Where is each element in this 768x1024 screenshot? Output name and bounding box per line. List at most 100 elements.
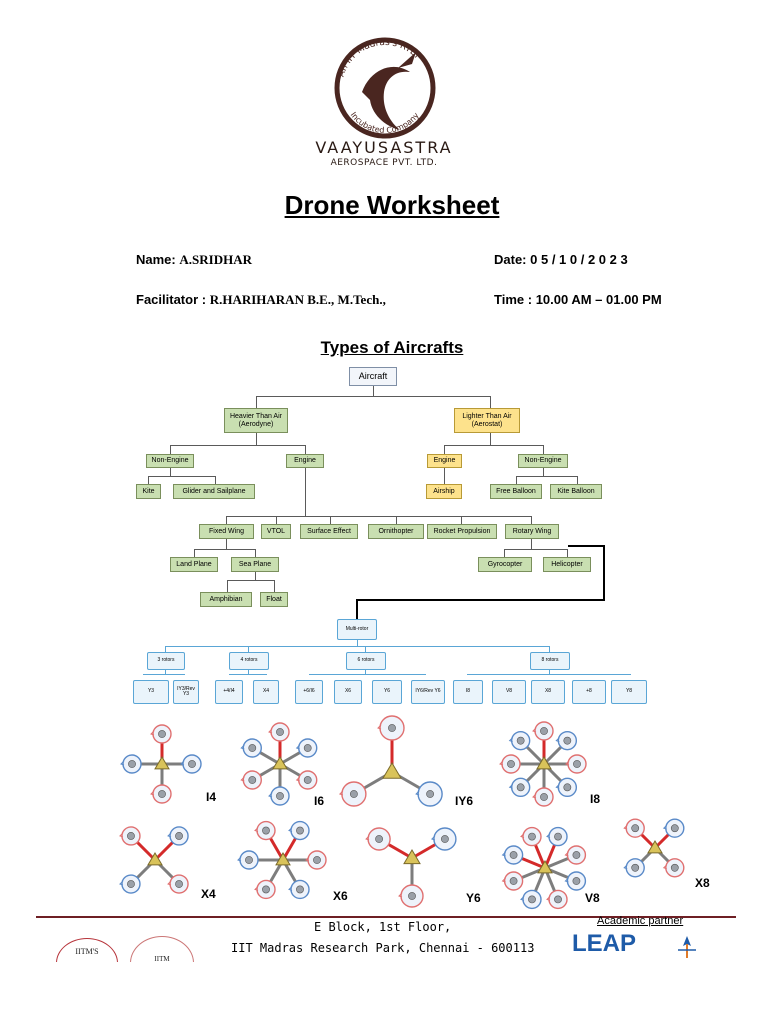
flight-controller-icon bbox=[536, 756, 552, 770]
name-label: Name: bbox=[136, 252, 176, 267]
rotation-arrow-icon bbox=[240, 776, 245, 782]
node-lighter-engine: Engine bbox=[427, 454, 462, 468]
rotation-arrow-icon bbox=[565, 760, 570, 766]
academic-partner-label: Academic partner bbox=[597, 915, 684, 927]
node-rotary-wing: Rotary Wing bbox=[505, 524, 559, 539]
motor-icon bbox=[528, 895, 536, 904]
node-4-rotors: 4 rotors bbox=[229, 652, 269, 670]
config-label-x4: X4 bbox=[201, 887, 216, 901]
motor-icon bbox=[188, 760, 196, 768]
rotation-arrow-icon bbox=[430, 835, 436, 841]
config-x6-diagram bbox=[237, 820, 327, 900]
motor-icon bbox=[245, 856, 253, 864]
motor-icon bbox=[175, 832, 183, 840]
date-label: Date: bbox=[494, 252, 527, 267]
leaf-y6: Y6 bbox=[372, 680, 402, 704]
iitm-logo-right-text: IITM bbox=[130, 936, 194, 962]
rotation-arrow-icon bbox=[564, 851, 569, 857]
config-x4-diagram bbox=[119, 826, 189, 894]
leaf-y3: Y3 bbox=[133, 680, 169, 704]
rotation-arrow-icon bbox=[555, 783, 560, 789]
rotation-arrow-icon bbox=[338, 790, 344, 796]
motor-icon bbox=[158, 730, 166, 738]
motor-icon bbox=[540, 727, 548, 735]
node-heavier-than-air: Heavier Than Air (Aerodyne) bbox=[224, 408, 288, 433]
node-gyrocopter: Gyrocopter bbox=[478, 557, 532, 572]
config-i6-diagram bbox=[240, 722, 318, 806]
rotation-arrow-icon bbox=[398, 892, 403, 898]
motor-icon bbox=[516, 736, 525, 745]
rotation-arrow-icon bbox=[546, 833, 551, 839]
motor-icon bbox=[276, 792, 284, 800]
motor-icon bbox=[554, 832, 562, 841]
iitm-logo-right: IITM bbox=[130, 936, 200, 962]
motor-icon bbox=[303, 776, 312, 784]
config-y6-diagram bbox=[365, 827, 457, 908]
flight-controller-icon bbox=[537, 860, 553, 874]
node-ornithopter: Ornithopter bbox=[368, 524, 424, 539]
motor-icon bbox=[670, 824, 679, 833]
motor-icon bbox=[516, 783, 525, 792]
motor-icon bbox=[296, 826, 304, 835]
motor-icon bbox=[349, 790, 358, 798]
rotation-arrow-icon bbox=[365, 835, 370, 841]
iitm-logo-left: IITM'S bbox=[52, 938, 122, 962]
name-value: A.SRIDHAR bbox=[179, 252, 252, 267]
date-value: 0 5 / 1 0 / 2 0 2 3 bbox=[530, 252, 628, 267]
footer-address-line1: E Block, 1st Floor, bbox=[314, 920, 452, 934]
motor-icon bbox=[540, 793, 548, 801]
page-bottom-margin bbox=[0, 962, 768, 1024]
motor-icon bbox=[296, 885, 304, 894]
node-sea-plane: Sea Plane bbox=[231, 557, 279, 572]
rotation-arrow-icon bbox=[119, 832, 124, 838]
node-rocket-propulsion: Rocket Propulsion bbox=[427, 524, 497, 539]
node-3-rotors: 3 rotors bbox=[147, 652, 185, 670]
rotation-arrow-icon bbox=[240, 744, 245, 750]
rotation-arrow-icon bbox=[237, 856, 242, 862]
date-field: Date: 0 5 / 1 0 / 2 0 2 3 bbox=[494, 252, 628, 267]
motor-icon bbox=[631, 824, 640, 833]
node-kite-balloon: Kite Balloon bbox=[550, 484, 602, 499]
node-float: Float bbox=[260, 592, 288, 607]
config-label-i4: I4 bbox=[206, 790, 217, 804]
leaf-x6: X6 bbox=[334, 680, 362, 704]
rocket-icon bbox=[672, 934, 702, 962]
flight-controller-icon bbox=[275, 852, 291, 866]
rotation-arrow-icon bbox=[508, 737, 514, 743]
facilitator-field: Facilitator : R.HARIHARAN B.E., M.Tech., bbox=[136, 292, 386, 308]
motor-icon bbox=[573, 760, 581, 768]
node-fixed-wing: Fixed Wing bbox=[199, 524, 254, 539]
config-i4-diagram bbox=[120, 724, 202, 804]
leaf-v8: V8 bbox=[492, 680, 526, 704]
rotation-arrow-icon bbox=[167, 880, 172, 886]
rotation-arrow-icon bbox=[150, 730, 155, 736]
motor-icon bbox=[572, 877, 581, 885]
node-6-rotors: 6 rotors bbox=[346, 652, 386, 670]
config-iy6-diagram bbox=[338, 715, 443, 807]
rotation-arrow-icon bbox=[377, 724, 382, 730]
rotation-arrow-icon bbox=[508, 783, 514, 789]
rotation-arrow-icon bbox=[254, 827, 259, 833]
motor-icon bbox=[262, 826, 270, 835]
time-label: Time : bbox=[494, 292, 533, 307]
node-helicopter: Helicopter bbox=[543, 557, 591, 572]
motor-icon bbox=[554, 895, 562, 904]
section-title: Types of Aircrafts bbox=[320, 338, 464, 357]
motor-icon bbox=[528, 832, 536, 841]
rotation-arrow-icon bbox=[268, 792, 273, 798]
flight-controller-icon bbox=[154, 756, 170, 770]
rotation-arrow-icon bbox=[662, 864, 668, 870]
node-free-balloon: Free Balloon bbox=[490, 484, 542, 499]
motor-icon bbox=[563, 736, 572, 745]
leaf-i6: +6/I6 bbox=[295, 680, 323, 704]
multirotor-configurations bbox=[119, 715, 685, 910]
leaf-x4: X4 bbox=[253, 680, 279, 704]
facilitator-value: R.HARIHARAN B.E., M.Tech., bbox=[209, 292, 386, 307]
node-glider: Glider and Sailplane bbox=[173, 484, 255, 499]
rotation-arrow-icon bbox=[295, 776, 301, 782]
motor-icon bbox=[248, 776, 257, 784]
rotation-arrow-icon bbox=[501, 851, 506, 857]
company-logo: An IIT Madras's RTBI Incubated Company bbox=[300, 30, 470, 180]
rotation-arrow-icon bbox=[167, 832, 172, 838]
rotation-arrow-icon bbox=[623, 864, 628, 870]
